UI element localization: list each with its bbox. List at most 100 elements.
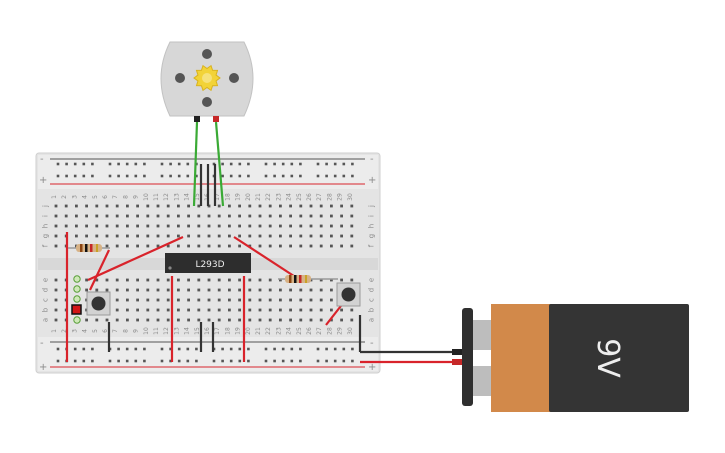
rail-hole	[229, 359, 233, 363]
hole	[156, 244, 160, 248]
hole	[54, 318, 58, 322]
battery-wires[interactable]	[360, 349, 462, 365]
resistor-left-band-2	[85, 244, 88, 252]
hole	[166, 278, 170, 282]
rail-plus-label-bl: +	[39, 362, 47, 373]
column-number-1: 1	[51, 195, 58, 199]
pushbutton-left[interactable]	[86, 291, 111, 316]
black-jumpers-top[interactable]	[199, 164, 217, 206]
rail-hole	[169, 359, 172, 363]
rail-hole	[186, 347, 190, 351]
led-body	[71, 304, 82, 315]
resistor-right[interactable]	[278, 275, 338, 283]
black-jumpers-bottom[interactable]	[107, 315, 362, 352]
hole	[105, 278, 109, 282]
pushbutton-right[interactable]	[336, 282, 361, 307]
rail-hole	[125, 347, 129, 351]
column-number-7: 7	[112, 195, 119, 199]
rail-hole	[342, 359, 346, 363]
hole	[177, 204, 180, 208]
wire-green-1[interactable]	[192, 121, 199, 207]
rail-hole	[143, 359, 146, 363]
rail-hole	[264, 359, 268, 363]
hole	[268, 214, 272, 218]
hole	[330, 288, 333, 292]
rail-hole	[160, 162, 164, 166]
hole	[105, 224, 109, 228]
hole	[268, 234, 272, 238]
column-number-27: 27	[316, 327, 323, 335]
hole	[330, 318, 333, 322]
rail-hole	[134, 174, 138, 178]
led[interactable]	[71, 304, 82, 315]
wire-red-diag-right[interactable]	[233, 236, 301, 281]
chip-body	[165, 253, 251, 273]
column-number-10: 10	[143, 327, 150, 335]
column-number-26: 26	[306, 193, 313, 201]
hole	[115, 214, 119, 218]
row-letter-j: j	[42, 205, 50, 208]
column-number-20: 20	[245, 193, 252, 201]
rail-hole	[65, 162, 68, 166]
hole	[105, 288, 109, 292]
resistor-left[interactable]	[68, 244, 110, 252]
motor-screw-left	[175, 73, 185, 83]
wire-green-2[interactable]	[214, 121, 225, 207]
rail-hole	[143, 162, 146, 166]
hole	[85, 234, 88, 238]
chip-notch	[168, 266, 172, 270]
rail-hole	[273, 174, 276, 178]
hole	[136, 278, 139, 282]
hole	[187, 214, 190, 218]
column-number-11: 11	[153, 193, 160, 201]
row-letter-c: c	[368, 298, 376, 302]
column-number-20: 20	[245, 327, 252, 335]
hole	[299, 308, 303, 312]
wire-red-diag-left-lower[interactable]	[89, 249, 110, 291]
column-number-28: 28	[326, 193, 333, 201]
hole	[95, 288, 99, 292]
hole	[268, 224, 272, 228]
rail-hole	[247, 174, 250, 178]
hole	[146, 214, 150, 218]
wire-red-diag-left-upper[interactable]	[87, 235, 184, 282]
red-jumpers[interactable]	[65, 232, 345, 362]
rail-hole	[125, 359, 129, 363]
hole	[319, 224, 323, 228]
hole	[197, 204, 201, 208]
rail-hole	[82, 162, 86, 166]
hole	[228, 214, 231, 218]
pushbutton-right-cap[interactable]	[341, 287, 356, 302]
rail-hole	[333, 359, 337, 363]
rail-hole	[299, 359, 302, 363]
hole	[156, 204, 160, 208]
motor-wires[interactable]	[192, 121, 225, 207]
rail-hole	[325, 174, 328, 178]
pushbutton-left-cap[interactable]	[91, 296, 106, 311]
column-number-14: 14	[184, 327, 191, 335]
rail-hole	[195, 174, 198, 178]
rail-hole	[333, 174, 337, 178]
hole	[350, 244, 354, 248]
hole	[238, 214, 241, 218]
hole	[115, 318, 119, 322]
rail-hole	[273, 359, 276, 363]
hole	[156, 308, 160, 312]
l293d-chip[interactable]: L293D	[165, 253, 251, 273]
hole	[309, 204, 313, 208]
hole	[228, 298, 231, 302]
rail-hole	[177, 347, 181, 351]
hole	[238, 234, 241, 238]
battery-9v[interactable]: 9V	[462, 304, 689, 412]
hole	[207, 318, 211, 322]
rail-hole	[238, 174, 242, 178]
hole	[115, 288, 119, 292]
rail-hole	[247, 162, 250, 166]
rail-hole	[247, 359, 250, 363]
dc-motor[interactable]	[160, 41, 254, 122]
column-number-14: 14	[184, 193, 191, 201]
column-number-7: 7	[112, 329, 119, 333]
hole	[85, 204, 88, 208]
hole	[258, 224, 262, 228]
column-number-17: 17	[214, 327, 221, 335]
